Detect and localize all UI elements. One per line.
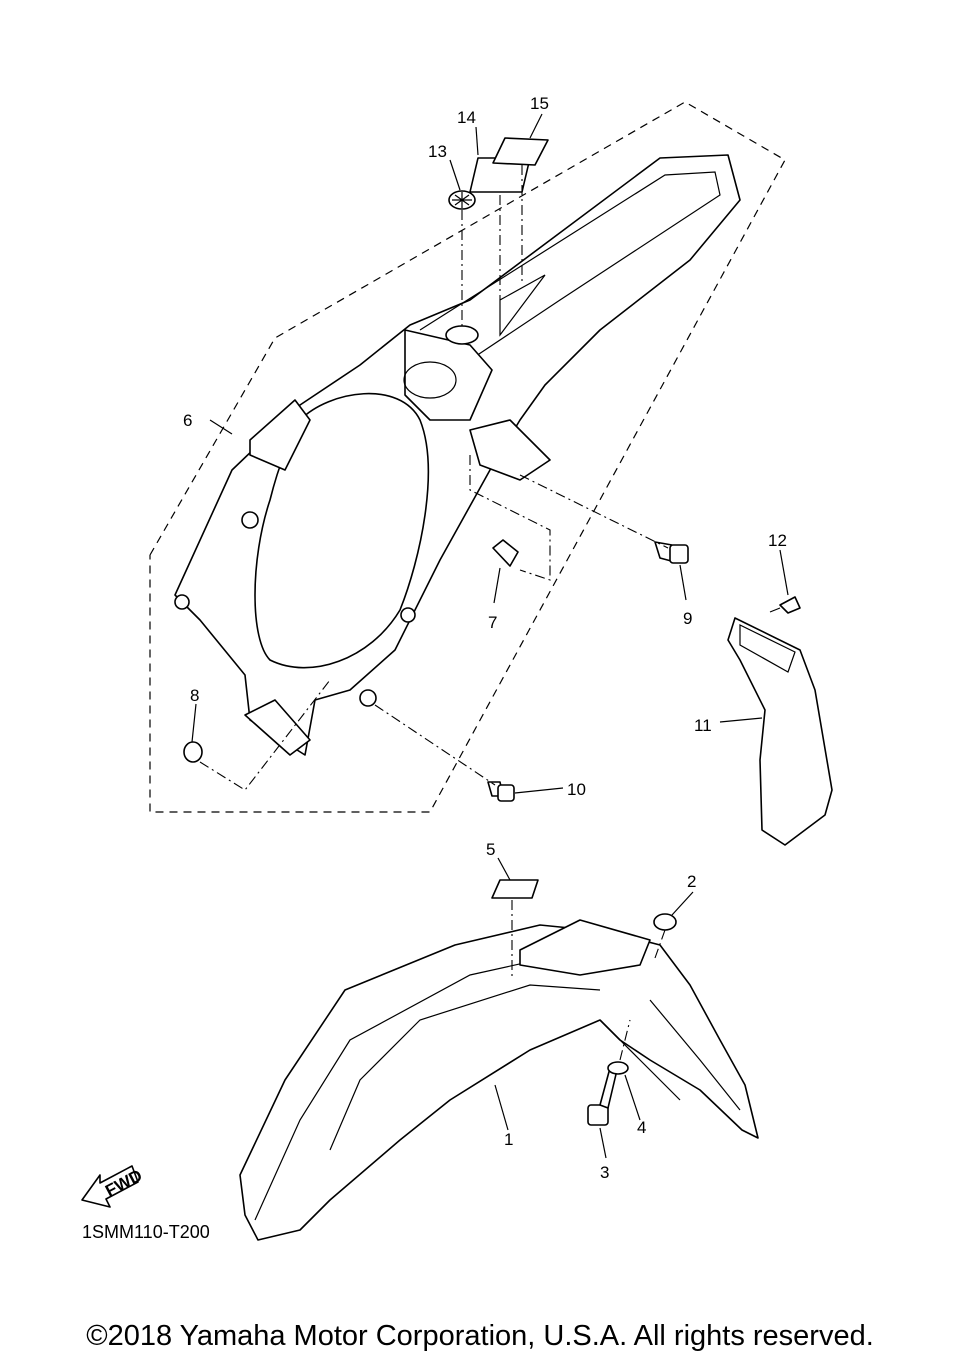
callout-13: 13 — [428, 142, 447, 161]
callout-9: 9 — [683, 609, 692, 628]
rear-fender — [174, 154, 741, 756]
copyright-notice: ©2018 Yamaha Motor Corporation, U.S.A. A… — [86, 1320, 874, 1352]
front-fender — [239, 919, 759, 1241]
callout-5: 5 — [486, 840, 495, 859]
drawing-code: 1SMM110-T200 — [82, 1222, 210, 1242]
callout-15: 15 — [530, 94, 549, 113]
callout-11: 11 — [694, 716, 712, 735]
callout-14: 14 — [457, 108, 476, 127]
grommet-13 — [448, 190, 476, 210]
callout-7: 7 — [488, 613, 497, 632]
label-5 — [491, 879, 539, 899]
callout-2: 2 — [687, 872, 696, 891]
mud-flap-11 — [727, 617, 833, 846]
bolt-10 — [487, 781, 515, 802]
callout-12: 12 — [768, 531, 787, 550]
decal-15 — [492, 137, 549, 166]
grommet-2 — [653, 913, 677, 931]
nut-7 — [492, 539, 519, 567]
bolt-3 — [587, 1067, 618, 1126]
washer-4 — [607, 1061, 629, 1075]
fwd-arrow-icon: FWD — [81, 1165, 145, 1208]
callout-3: 3 — [600, 1163, 609, 1182]
callout-8: 8 — [190, 686, 199, 705]
grommet-8 — [183, 741, 203, 763]
callout-6: 6 — [183, 411, 192, 430]
bolt-9 — [654, 541, 689, 564]
callout-10: 10 — [567, 780, 586, 799]
callout-4: 4 — [637, 1118, 646, 1137]
callout-1: 1 — [504, 1130, 513, 1149]
screw-12 — [769, 596, 801, 614]
